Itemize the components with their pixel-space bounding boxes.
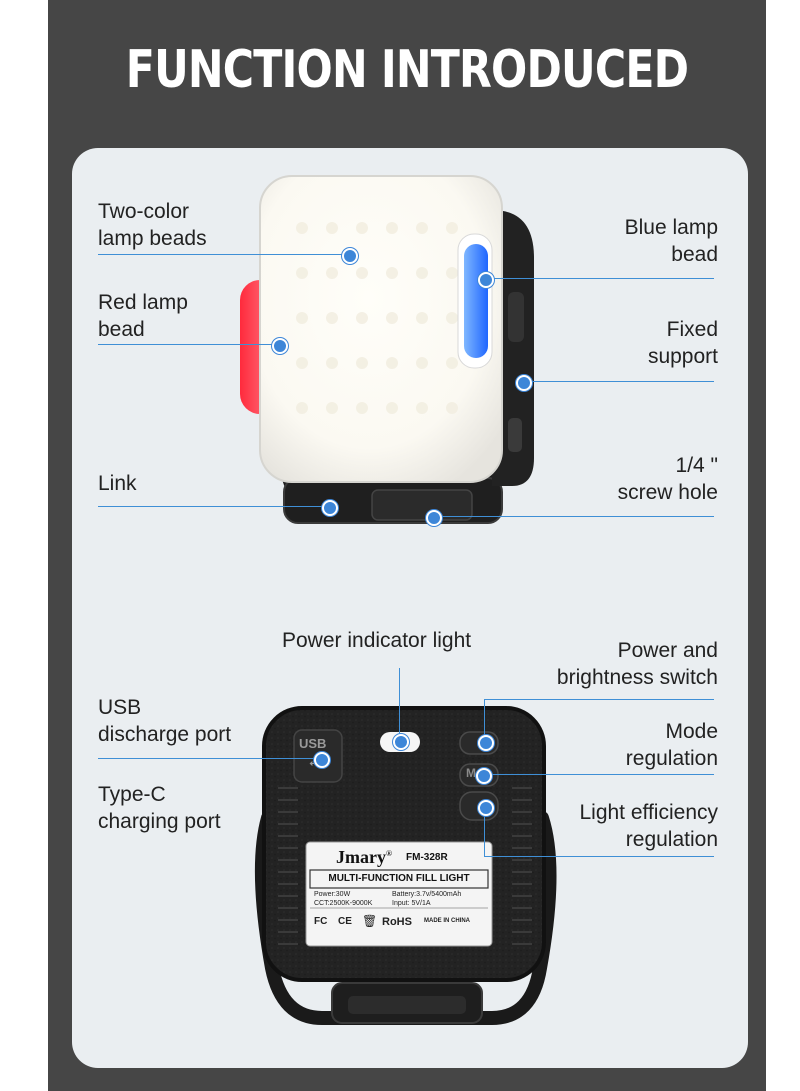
leader-fixed-support bbox=[522, 381, 714, 382]
marker-two-color bbox=[342, 248, 358, 264]
mode-key-text: M bbox=[466, 766, 476, 780]
marker-usb-port bbox=[314, 752, 330, 768]
usb-cover-text: USB bbox=[299, 736, 327, 751]
leader-two-color bbox=[98, 254, 348, 255]
marker-efficiency bbox=[478, 800, 494, 816]
label-screw-hole: 1/4 "screw hole bbox=[617, 454, 718, 504]
spec-power: Power:30W bbox=[314, 891, 351, 898]
leader-power-switch bbox=[484, 699, 714, 700]
spec-battery: Battery:3.7v/5400mAh bbox=[392, 891, 462, 898]
marker-blue-bead bbox=[478, 272, 494, 288]
bin-icon: 🗑 bbox=[362, 914, 378, 928]
model-number: FM-328R bbox=[406, 852, 448, 863]
marker-fixed-support bbox=[516, 375, 532, 391]
spec-cct: CCT:2500K-9000K bbox=[314, 900, 373, 907]
marker-link bbox=[322, 500, 338, 516]
marker-screw-hole bbox=[426, 510, 442, 526]
leader-mode bbox=[482, 774, 714, 775]
leader-red-bead bbox=[98, 344, 278, 345]
two-color-lamp-panel bbox=[259, 175, 503, 483]
label-power-indicator: Power indicator light bbox=[282, 629, 472, 652]
cert-rohs: RoHS bbox=[382, 916, 412, 928]
leader-efficiency bbox=[484, 856, 714, 857]
brand-logo: Jmary® bbox=[336, 847, 392, 867]
label-link: Link bbox=[98, 472, 137, 495]
product-name: MULTI-FUNCTION FILL LIGHT bbox=[328, 873, 470, 884]
made-in: MADE IN CHINA bbox=[424, 918, 470, 924]
leader-screw-hole bbox=[432, 516, 714, 517]
product-illustration bbox=[240, 175, 557, 1025]
leader-blue-bead bbox=[484, 278, 714, 279]
cert-ce: CE bbox=[338, 916, 352, 927]
marker-mode bbox=[476, 768, 492, 784]
leader-power-indicator bbox=[399, 668, 400, 740]
page-title: FUNCTION INTRODUCED bbox=[125, 40, 689, 100]
feature-card: Jmary® FM-328R MULTI-FUNCTION FILL LIGHT… bbox=[72, 148, 748, 1068]
leader-usb-port bbox=[98, 758, 320, 759]
marker-power-indicator bbox=[393, 734, 409, 750]
device-label-text: Jmary® FM-328R MULTI-FUNCTION FILL LIGHT… bbox=[306, 842, 492, 946]
marker-red-bead bbox=[272, 338, 288, 354]
device-label-plate bbox=[305, 841, 493, 947]
spec-input: Input: 5V/1A bbox=[392, 900, 431, 907]
front-device bbox=[240, 175, 534, 524]
blue-lamp-bead bbox=[464, 244, 488, 358]
leader-link bbox=[98, 506, 328, 507]
marker-power-switch bbox=[478, 735, 494, 751]
cert-fc: FC bbox=[314, 916, 328, 927]
